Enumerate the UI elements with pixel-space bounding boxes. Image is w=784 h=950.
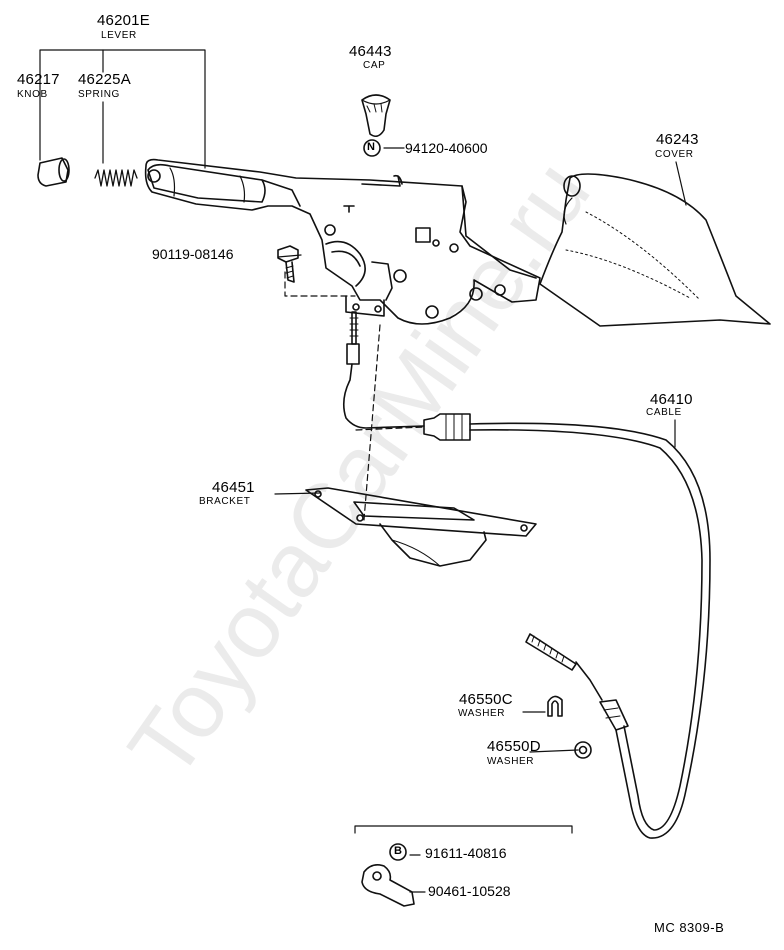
knob-drawing [37, 157, 70, 187]
spring-name: SPRING [78, 89, 120, 100]
cap-number: 46443 [349, 43, 392, 60]
cable-number: 46410 [650, 391, 693, 408]
cap-screw-number: 94120-40600 [405, 140, 488, 156]
bracket-name: BRACKET [199, 496, 251, 507]
lever-name: LEVER [101, 30, 137, 41]
clamp-bolt-drawing [389, 843, 407, 861]
assembly-dashed-lines [284, 271, 426, 521]
lever-number: 46201E [97, 12, 150, 29]
clamp-bolt-marker: B [394, 845, 402, 857]
washer-c-drawing [547, 695, 563, 717]
washer-d-number: 46550D [487, 738, 541, 755]
bracket-number: 46451 [212, 479, 255, 496]
cap-screw-marker: N [367, 141, 375, 153]
cable-drawing [342, 311, 711, 839]
knob-number: 46217 [17, 71, 60, 88]
lever-drawing [144, 158, 541, 325]
spring-drawing [94, 169, 138, 187]
cap-drawing [361, 94, 391, 157]
clamp-bolt-number: 91611-40816 [425, 845, 507, 861]
washer-c-number: 46550C [459, 691, 513, 708]
washer-d-name: WASHER [487, 756, 535, 767]
bracket-drawing [305, 487, 537, 567]
washer-c-name: WASHER [458, 708, 506, 719]
bolt-drawing [277, 245, 299, 283]
cover-number: 46243 [656, 131, 699, 148]
spring-number: 46225A [78, 71, 131, 88]
leader-lines [39, 49, 687, 893]
cover-name: COVER [655, 149, 694, 160]
bolt-number: 90119-08146 [152, 246, 234, 262]
washer-d-drawing [574, 741, 592, 759]
cap-name: CAP [363, 60, 386, 71]
clamp-number: 90461-10528 [428, 883, 511, 899]
knob-name: KNOB [17, 89, 48, 100]
clamp-drawing [361, 864, 415, 907]
cable-name: CABLE [646, 407, 682, 418]
cover-drawing [539, 173, 771, 327]
diagram-code: MC 8309-B [654, 920, 725, 935]
